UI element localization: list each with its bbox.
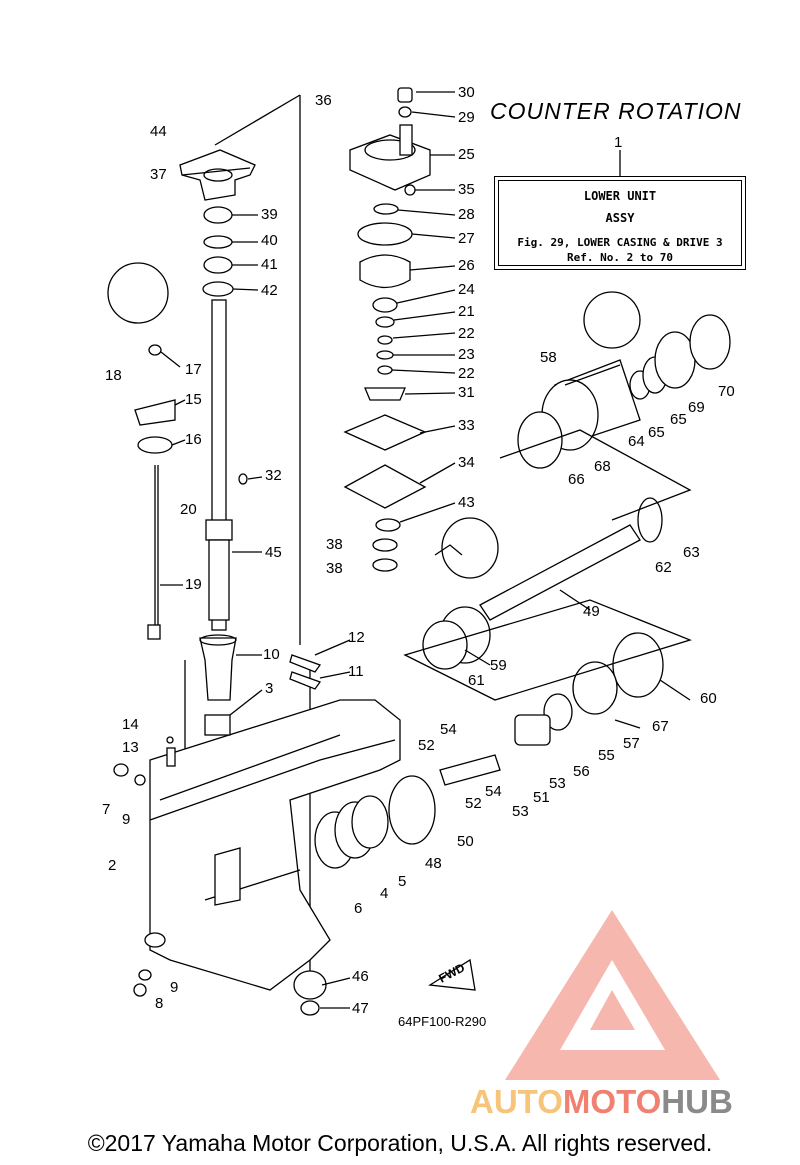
- callout-22-lower: 22: [458, 365, 475, 382]
- callout-62: 62: [655, 559, 672, 576]
- callout-49: 49: [583, 603, 600, 620]
- callout-11: 11: [348, 663, 364, 680]
- info-box-line1: LOWER UNIT: [583, 189, 657, 203]
- info-box-ref-number: 1: [614, 134, 623, 151]
- callout-13: 13: [122, 739, 139, 756]
- callout-61: 61: [468, 672, 485, 689]
- watermark-part1: AUTO: [470, 1083, 563, 1120]
- callout-30: 30: [458, 84, 475, 101]
- callout-48: 48: [425, 855, 442, 872]
- info-box-line4: Ref. No. 2 to 70: [567, 251, 673, 264]
- callout-22-upper: 22: [458, 325, 475, 342]
- watermark-part3: HUB: [661, 1083, 733, 1120]
- callout-67: 67: [652, 718, 669, 735]
- callout-66: 66: [568, 471, 585, 488]
- callout-54-lower: 54: [485, 783, 502, 800]
- callout-70: 70: [718, 383, 735, 400]
- callout-20: 20: [180, 501, 197, 518]
- callout-34: 34: [458, 454, 475, 471]
- callout-63: 63: [683, 544, 700, 561]
- callout-68: 68: [594, 458, 611, 475]
- callout-44: 44: [150, 123, 167, 140]
- callout-53-upper: 53: [549, 775, 566, 792]
- callout-36: 36: [315, 92, 332, 109]
- callout-9-upper: 9: [122, 811, 131, 828]
- oil-seal-housing: [179, 149, 256, 201]
- callout-39: 39: [261, 206, 278, 223]
- callout-64: 64: [628, 433, 645, 450]
- watermark-text: AUTOMOTOHUB: [470, 1083, 733, 1121]
- drive-shaft: [205, 299, 233, 631]
- callout-60: 60: [700, 690, 717, 707]
- callout-21: 21: [458, 303, 475, 320]
- callout-52-upper: 52: [418, 737, 435, 754]
- callout-24: 24: [458, 281, 475, 298]
- lower-casing: [144, 699, 401, 991]
- callout-10: 10: [263, 646, 280, 663]
- callout-17: 17: [185, 361, 202, 378]
- callout-14: 14: [122, 716, 139, 733]
- callout-12: 12: [348, 629, 365, 646]
- callout-19: 19: [185, 576, 202, 593]
- callout-47: 47: [352, 1000, 369, 1017]
- callout-32: 32: [265, 467, 282, 484]
- callout-46: 46: [352, 968, 369, 985]
- callout-53-lower: 53: [512, 803, 529, 820]
- copyright-notice: ©2017 Yamaha Motor Corporation, U.S.A. A…: [87, 1130, 713, 1156]
- callout-65-right: 65: [670, 411, 687, 428]
- watermark-logo: [505, 910, 720, 1080]
- callout-38-upper: 38: [326, 536, 343, 553]
- info-box: LOWER UNIT ASSY Fig. 29, LOWER CASING & …: [494, 176, 746, 270]
- callout-6: 6: [354, 900, 363, 917]
- callout-41: 41: [261, 256, 278, 273]
- watermark-part2: MOTO: [562, 1083, 662, 1120]
- callout-57: 57: [623, 735, 640, 752]
- callout-65-left: 65: [648, 424, 665, 441]
- callout-50: 50: [457, 833, 474, 850]
- callout-55: 55: [598, 747, 615, 764]
- callout-54-upper: 54: [440, 721, 457, 738]
- callout-52-lower: 52: [465, 795, 482, 812]
- callout-23: 23: [458, 346, 475, 363]
- callout-59: 59: [490, 657, 507, 674]
- callout-58: 58: [540, 349, 557, 366]
- callout-28: 28: [458, 206, 475, 223]
- callout-7: 7: [102, 801, 111, 818]
- callout-43: 43: [458, 494, 475, 511]
- callout-18: 18: [105, 367, 122, 384]
- callout-27: 27: [458, 230, 475, 247]
- callout-40: 40: [261, 232, 278, 249]
- callout-29: 29: [458, 109, 475, 126]
- callout-38-lower: 38: [326, 560, 343, 577]
- info-box-line3: Fig. 29, LOWER CASING & DRIVE 3: [517, 236, 723, 249]
- callout-3: 3: [265, 680, 274, 697]
- callout-56: 56: [573, 763, 590, 780]
- callout-2: 2: [108, 857, 117, 874]
- callout-4: 4: [380, 885, 389, 902]
- callout-9-lower: 9: [170, 979, 179, 996]
- diagram-ref-code: 64PF100-R290: [398, 1014, 487, 1029]
- callout-51: 51: [533, 789, 550, 806]
- callout-37: 37: [150, 166, 167, 183]
- callout-16: 16: [185, 431, 202, 448]
- callout-33: 33: [458, 417, 475, 434]
- callout-42: 42: [261, 282, 278, 299]
- callout-35: 35: [458, 181, 475, 198]
- callout-26: 26: [458, 257, 475, 274]
- callout-69: 69: [688, 399, 705, 416]
- callout-5: 5: [398, 873, 407, 890]
- callout-31: 31: [458, 384, 475, 401]
- callout-15: 15: [185, 391, 202, 408]
- callout-8: 8: [155, 995, 164, 1012]
- diagram-title: COUNTER ROTATION: [490, 98, 742, 124]
- callout-25: 25: [458, 146, 475, 163]
- info-box-line2: ASSY: [605, 211, 635, 225]
- callout-45: 45: [265, 544, 282, 561]
